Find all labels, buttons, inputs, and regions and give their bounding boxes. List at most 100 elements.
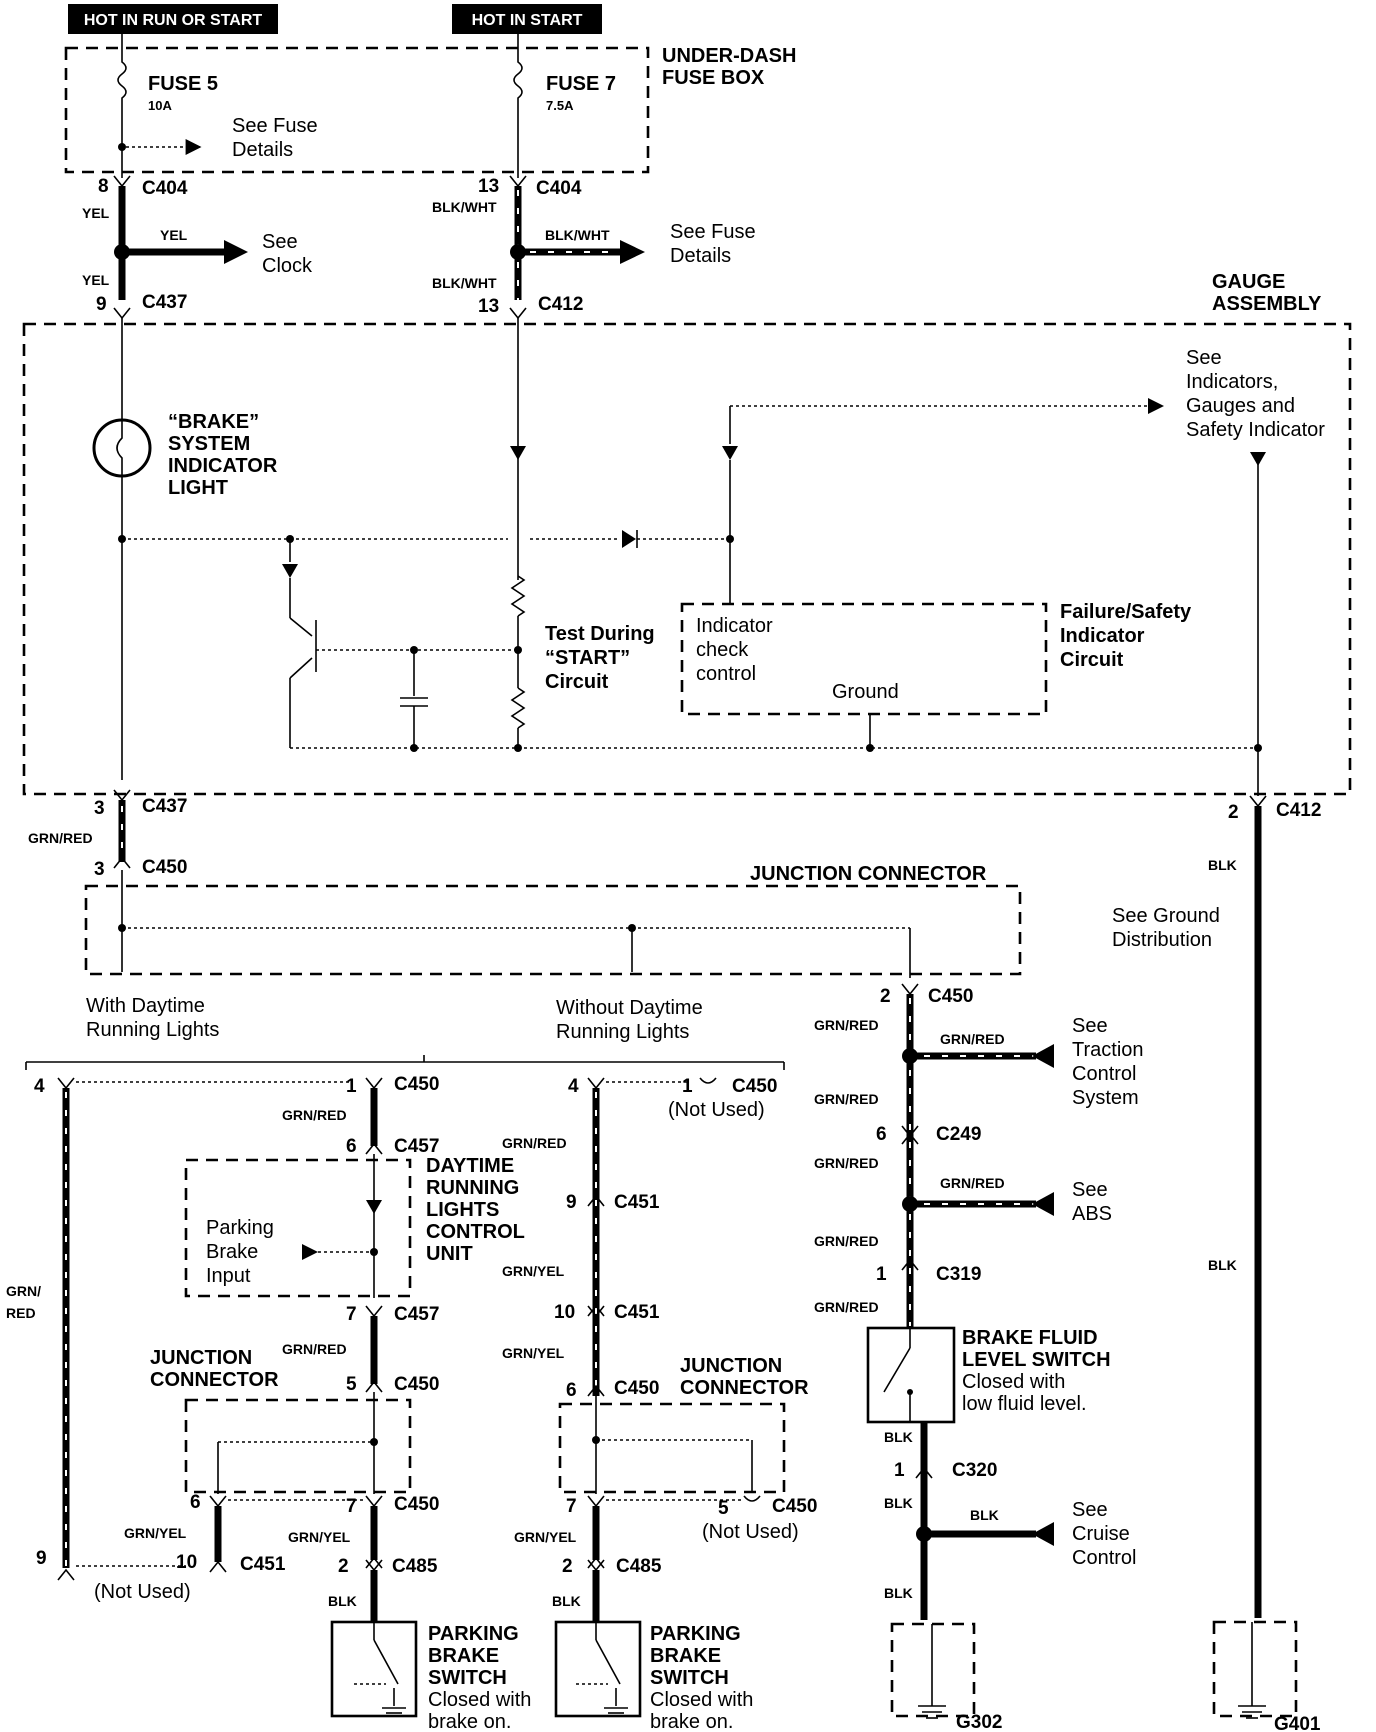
failure-safety-label-2: Indicator bbox=[1060, 625, 1145, 647]
yel-label-2: YEL bbox=[82, 272, 110, 288]
failure-ground-label: Ground bbox=[832, 681, 899, 703]
hot-in-run-or-start-tab: HOT IN RUN OR START bbox=[68, 4, 278, 34]
blk-wht-label-1: BLK/WHT bbox=[432, 199, 497, 215]
parking-right-4: Closed with bbox=[650, 1689, 753, 1711]
c451-m1-symbol bbox=[587, 1194, 605, 1207]
c249-symbol bbox=[901, 1125, 919, 1138]
c450-l5-symbol bbox=[365, 1495, 383, 1508]
parking-left-1: PARKING bbox=[428, 1623, 519, 1645]
traction-ref-1: See bbox=[1072, 1015, 1108, 1037]
c457b-pin: 7 bbox=[346, 1304, 357, 1325]
grn-red-label-r6: GRN/RED bbox=[814, 1233, 879, 1249]
cruise-ref-3: Control bbox=[1072, 1547, 1136, 1569]
c450-l1-symbol bbox=[57, 1077, 75, 1090]
c451-m1-pin: 9 bbox=[566, 1192, 577, 1213]
parking-brake-input-2: Brake bbox=[206, 1241, 258, 1263]
resistor-2 bbox=[510, 687, 526, 729]
drl-label-4: CONTROL bbox=[426, 1221, 525, 1243]
indicators-ref-4: Safety Indicator bbox=[1186, 419, 1325, 441]
c450a-name: C450 bbox=[142, 857, 187, 878]
grn-yel-label-m2: GRN/YEL bbox=[502, 1345, 565, 1361]
c450-m5-pin: 5 bbox=[718, 1498, 729, 1519]
not-used-m2: (Not Used) bbox=[702, 1521, 799, 1543]
c457a-pin: 6 bbox=[346, 1136, 357, 1157]
c450-m2-name: C450 bbox=[732, 1076, 777, 1097]
blk-label-r1: BLK bbox=[884, 1429, 913, 1445]
abs-ref-1: See bbox=[1072, 1179, 1108, 1201]
parking-left-3: SWITCH bbox=[428, 1667, 507, 1689]
c450-l5-pin: 7 bbox=[346, 1496, 357, 1517]
c450-m2-symbol bbox=[699, 1077, 717, 1084]
not-used-m1: (Not Used) bbox=[668, 1099, 765, 1121]
ground-dist-ref-1: See Ground bbox=[1112, 905, 1220, 927]
c450-l3-pin: 5 bbox=[346, 1374, 357, 1395]
c451-l-pin: 9 bbox=[36, 1548, 47, 1569]
traction-ref-3: Control bbox=[1072, 1063, 1136, 1085]
transistor-emitter bbox=[289, 657, 313, 679]
gauge-assembly-box bbox=[22, 322, 1352, 796]
c450-l2-symbol bbox=[365, 1077, 383, 1090]
blk-wht-label-2: BLK/WHT bbox=[432, 275, 497, 291]
diode-3 bbox=[722, 446, 738, 460]
brake-fluid-label-3: Closed with bbox=[962, 1371, 1065, 1393]
transistor-collector bbox=[289, 617, 313, 637]
c485a-pin: 2 bbox=[338, 1556, 349, 1577]
abs-ref-2: ABS bbox=[1072, 1203, 1112, 1225]
g401-label: G401 bbox=[1274, 1714, 1321, 1732]
c249-pin: 6 bbox=[876, 1124, 887, 1145]
brake-fluid-label-1: BRAKE FLUID bbox=[962, 1327, 1098, 1349]
c485b-name: C485 bbox=[616, 1556, 662, 1577]
c485a-symbol bbox=[365, 1556, 383, 1569]
c320-name: C320 bbox=[952, 1460, 997, 1481]
cruise-arrow bbox=[1032, 1522, 1054, 1546]
grn-red-label-r5: GRN/RED bbox=[940, 1175, 1005, 1191]
grn-red-label-r1: GRN/RED bbox=[814, 1017, 879, 1033]
c450-m3-symbol bbox=[587, 1384, 605, 1397]
clock-arrow bbox=[224, 240, 248, 264]
c404a-name: C404 bbox=[142, 178, 188, 199]
c450-l2-pin: 1 bbox=[346, 1076, 357, 1097]
c485b-pin: 2 bbox=[562, 1556, 573, 1577]
grn-yel-label-m3: GRN/YEL bbox=[514, 1529, 577, 1545]
c412a-symbol bbox=[509, 307, 527, 320]
cruise-ref-2: Cruise bbox=[1072, 1523, 1130, 1545]
c412a-name: C412 bbox=[538, 294, 583, 315]
c450-l1-pin: 4 bbox=[34, 1076, 45, 1097]
blk-label-r4: BLK bbox=[884, 1585, 913, 1601]
c450-m4-pin: 7 bbox=[566, 1496, 577, 1517]
grn-red-label-r7: GRN/RED bbox=[814, 1299, 879, 1315]
c450-m1-symbol bbox=[587, 1077, 605, 1090]
c451-m2-symbol bbox=[587, 1304, 605, 1317]
junction-middle-box bbox=[558, 1402, 786, 1494]
c485b-symbol bbox=[587, 1556, 605, 1569]
c451-m2-name: C451 bbox=[614, 1302, 660, 1323]
drl-label-3: LIGHTS bbox=[426, 1199, 499, 1221]
g302-box bbox=[890, 1622, 976, 1718]
c319-symbol bbox=[901, 1258, 919, 1271]
hot-start-label: HOT IN START bbox=[472, 12, 583, 29]
c319-name: C319 bbox=[936, 1264, 981, 1285]
c437a-pin: 9 bbox=[96, 294, 107, 315]
c450-m2-pin: 1 bbox=[682, 1076, 693, 1097]
failure-safety-box bbox=[680, 602, 1048, 716]
ground-dist-ref-2: Distribution bbox=[1112, 929, 1212, 951]
fuse-5-rating: 10A bbox=[148, 98, 172, 113]
without-drl-2: Running Lights bbox=[556, 1021, 689, 1043]
parking-brake-input-3: Input bbox=[206, 1265, 251, 1287]
c450b-pin: 2 bbox=[880, 986, 891, 1007]
grn-yel-label-l1: GRN/YEL bbox=[124, 1525, 187, 1541]
c450-l2-name: C450 bbox=[394, 1074, 439, 1095]
brake-light-label-3: INDICATOR bbox=[168, 455, 278, 477]
clock-ref-2: Clock bbox=[262, 255, 313, 277]
failure-safety-label-3: Circuit bbox=[1060, 649, 1124, 671]
g401-box bbox=[1212, 1620, 1298, 1718]
c412b-name: C412 bbox=[1276, 800, 1321, 821]
drl-label-1: DAYTIME bbox=[426, 1155, 514, 1177]
grn-yel-label-l2: GRN/YEL bbox=[288, 1529, 351, 1545]
c450-m3-name: C450 bbox=[614, 1378, 659, 1399]
c451-l2-symbol bbox=[209, 1560, 227, 1573]
c437a-name: C437 bbox=[142, 292, 187, 313]
fuse-7-name: FUSE 7 bbox=[546, 73, 616, 95]
traction-arrow bbox=[1032, 1044, 1054, 1068]
